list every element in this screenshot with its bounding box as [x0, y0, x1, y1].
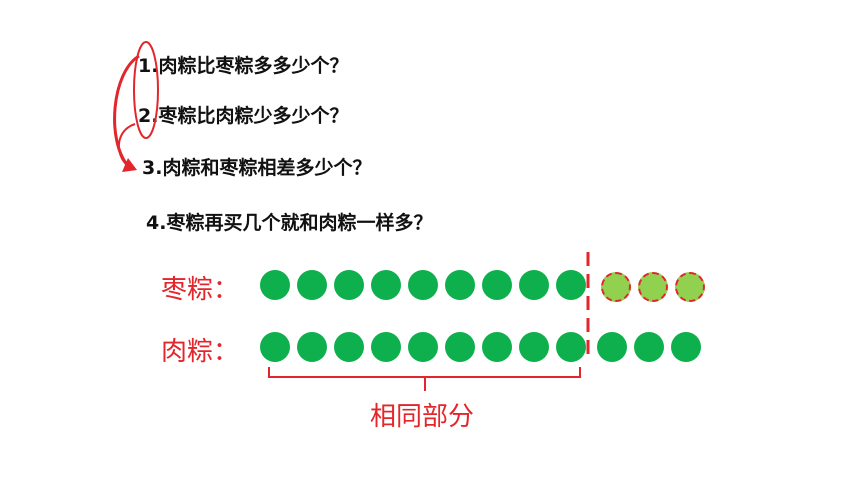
zaozong-dot: [519, 270, 549, 300]
zaozong-dot: [482, 270, 512, 300]
rouzong-dot: [445, 332, 475, 362]
question-3: 3.肉粽和枣粽相差多少个？: [142, 157, 372, 179]
number-highlight-circle: [133, 41, 159, 139]
zaozong-dot: [371, 270, 401, 300]
zaozong-dot: [408, 270, 438, 300]
rouzong-dot: [634, 332, 664, 362]
zaozong-extra-dot: [601, 272, 631, 302]
rouzong-dot: [482, 332, 512, 362]
zaozong-dot: [556, 270, 586, 300]
same-part-caption: 相同部分: [370, 402, 475, 432]
zaozong-dot: [334, 270, 364, 300]
arrowhead-icon: [122, 158, 137, 172]
rouzong-dot: [556, 332, 586, 362]
rouzong-dot: [408, 332, 438, 362]
rouzong-dot: [519, 332, 549, 362]
zaozong-dot: [297, 270, 327, 300]
zaozong-dot: [445, 270, 475, 300]
rouzong-dot: [671, 332, 701, 362]
question-1: 1.肉粽比枣粽多多少个？: [138, 55, 349, 77]
curved-arrow-icon: [113, 54, 140, 167]
zaozong-label: 枣粽：: [161, 275, 240, 305]
rouzong-dot: [297, 332, 327, 362]
rouzong-dot: [334, 332, 364, 362]
same-part-bracket: [268, 367, 581, 391]
zaozong-extra-dot: [675, 272, 705, 302]
rouzong-dot: [597, 332, 627, 362]
zaozong-dot: [260, 270, 290, 300]
question-4: 4.枣粽再买几个就和肉粽一样多？: [146, 212, 433, 234]
rouzong-dot: [371, 332, 401, 362]
rouzong-dot: [260, 332, 290, 362]
question-2: 2.枣粽比肉粽少多少个？: [138, 105, 349, 127]
rouzong-label: 肉粽：: [161, 337, 240, 367]
zaozong-extra-dot: [638, 272, 668, 302]
